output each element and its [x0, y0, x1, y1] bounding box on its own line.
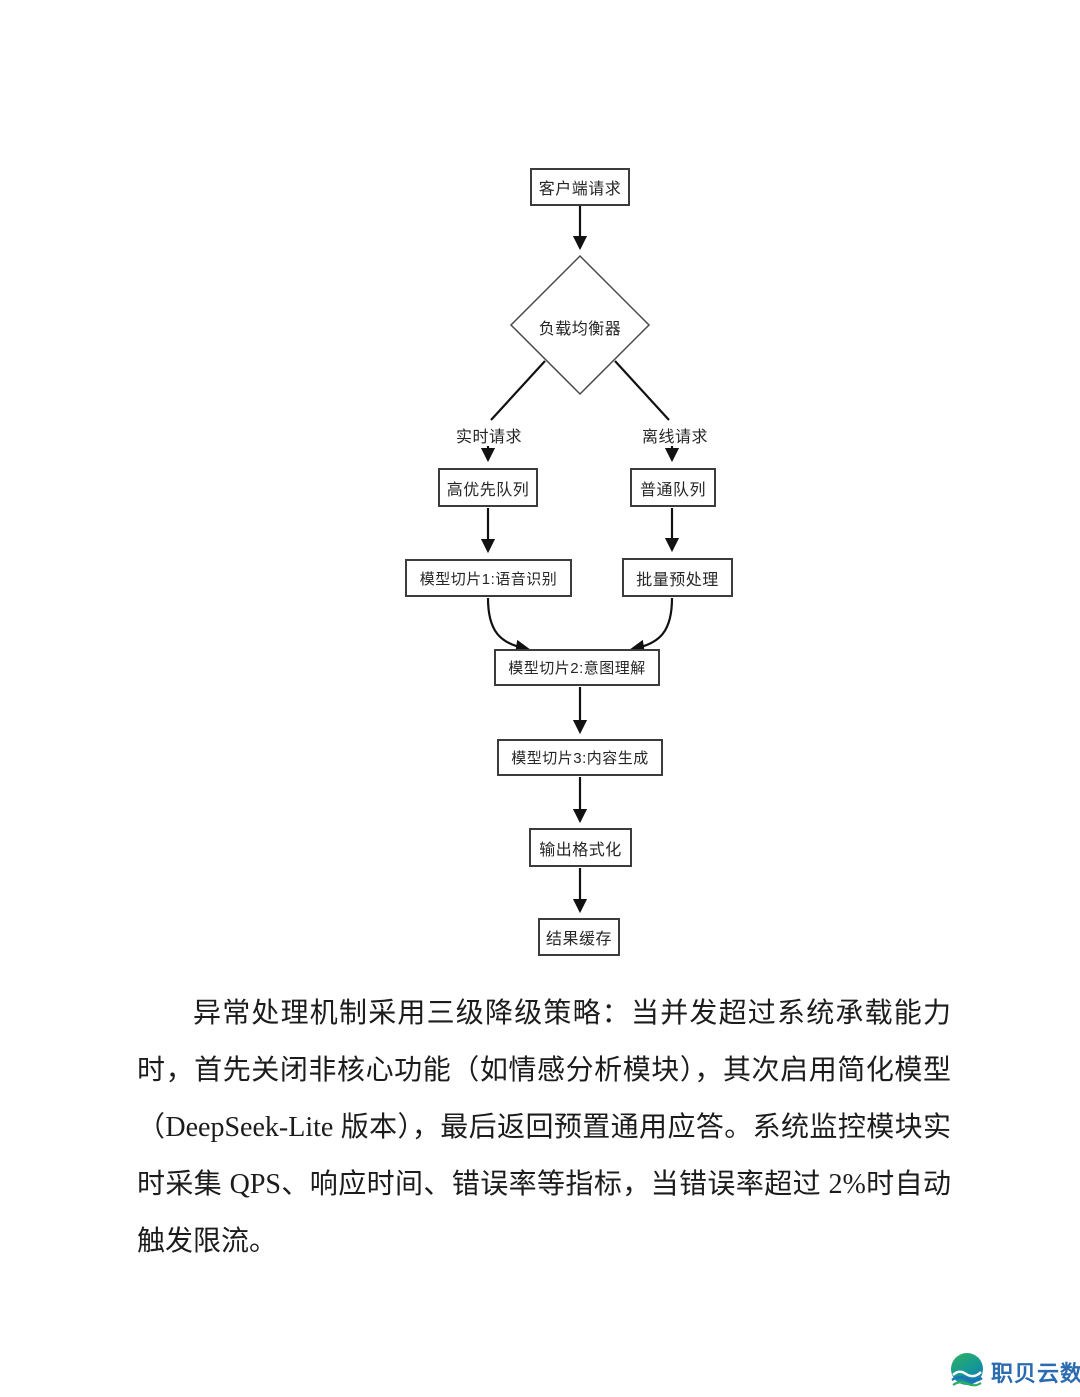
node-high-priority-queue: 高优先队列 [438, 468, 538, 507]
node-result-cache: 结果缓存 [538, 918, 620, 956]
edge-label-realtime: 实时请求 [455, 429, 522, 446]
node-model-slice3-content: 模型切片3:内容生成 [497, 739, 663, 776]
wave-globe-icon [951, 1353, 983, 1387]
node-output-format: 输出格式化 [529, 828, 632, 867]
edge-slice1-slice2 [486, 597, 531, 654]
flowchart-edges [480, 206, 680, 914]
node-model-slice2-intent: 模型切片2:意图理解 [494, 649, 660, 686]
balancer-diamond-shape [509, 254, 651, 396]
node-model-slice1-speech: 模型切片1:语音识别 [405, 559, 572, 597]
node-client-request: 客户端请求 [530, 168, 630, 206]
node-batch-preprocess: 批量预处理 [622, 558, 733, 597]
edge-label-offline: 离线请求 [641, 429, 708, 446]
edge-batch-slice2 [629, 597, 674, 654]
node-load-balancer: 负载均衡器 [538, 321, 622, 338]
node-normal-queue: 普通队列 [630, 468, 716, 507]
body-paragraph: 异常处理机制采用三级降级策略：当并发超过系统承载能力时，首先关闭非核心功能（如情… [137, 998, 951, 1257]
footer-logo: 职贝云数 [946, 1350, 1080, 1393]
edge-balancer-realtime [490, 360, 546, 421]
footer-logo-text: 职贝云数 [991, 1360, 1080, 1386]
edge-balancer-offline [614, 360, 670, 421]
